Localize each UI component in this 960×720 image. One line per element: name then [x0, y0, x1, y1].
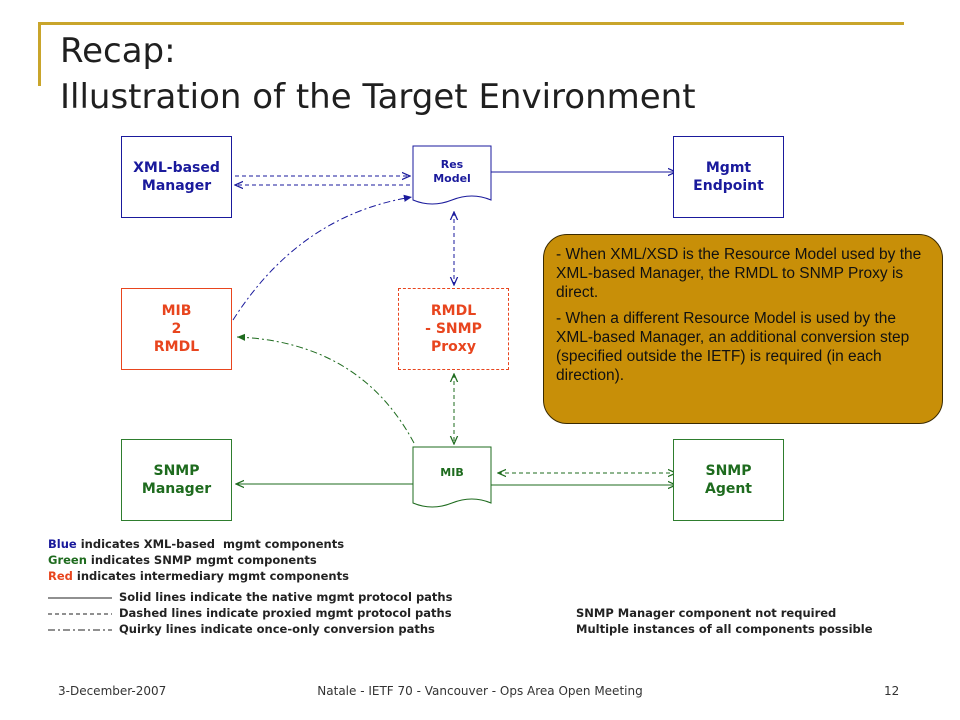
legend-solid-text: Solid lines indicate the native mgmt pro…: [119, 590, 453, 604]
xml-manager-label-2: Manager: [141, 178, 212, 194]
legend-red-text: indicates intermediary mgmt components: [72, 569, 349, 583]
slide-title: Recap: Illustration of the Target Enviro…: [60, 28, 696, 120]
legend-dashed-text: Dashed lines indicate proxied mgmt proto…: [119, 606, 452, 620]
legend-note-multiple-instances: Multiple instances of all components pos…: [576, 622, 873, 636]
mib-label: MIB: [440, 466, 464, 479]
res-model-document-shape: [412, 145, 492, 205]
legend-red: Red indicates intermediary mgmt componen…: [48, 569, 349, 584]
legend-blue-word: Blue: [48, 537, 77, 551]
legend-blue-text: indicates XML-based mgmt components: [76, 537, 345, 551]
legend-green-word: Green: [48, 553, 87, 567]
title-accent-bar-horizontal: [38, 22, 904, 25]
mgmt-endpoint-label-1: Mgmt: [705, 160, 752, 176]
snmp-agent-box: SNMP Agent: [673, 439, 784, 521]
legend-red-word: Red: [48, 569, 73, 583]
mib2rmdl-label-2: 2: [171, 321, 182, 337]
res-model-label-1: Res: [440, 158, 464, 171]
mgmt-endpoint-label-2: Endpoint: [693, 178, 764, 194]
mib-document-shape: [412, 446, 492, 508]
legend-green-text: indicates SNMP mgmt components: [86, 553, 317, 567]
footer-date: 3-December-2007: [58, 684, 167, 698]
snmp-agent-label-2: Agent: [704, 481, 752, 497]
mgmt-endpoint-box: Mgmt Endpoint: [673, 136, 784, 218]
xml-manager-label-1: XML-based: [133, 160, 220, 176]
callout-paragraph-1: - When XML/XSD is the Resource Model use…: [556, 246, 922, 301]
proxy-label-3: Proxy: [431, 339, 476, 355]
snmp-manager-label-2: Manager: [141, 481, 212, 497]
legend-blue: Blue indicates XML-based mgmt components: [48, 537, 344, 552]
callout-paragraph-2: - When a different Resource Model is use…: [556, 310, 910, 384]
res-model-label-2: Model: [433, 172, 471, 185]
proxy-label-1: RMDL: [430, 303, 477, 319]
snmp-manager-box: SNMP Manager: [121, 439, 232, 521]
footer-center-text: Natale - IETF 70 - Vancouver - Ops Area …: [317, 684, 643, 698]
legend-green: Green indicates SNMP mgmt components: [48, 553, 317, 568]
legend-note-snmp-manager: SNMP Manager component not required: [576, 606, 837, 620]
legend-quirky-text: Quirky lines indicate once-only conversi…: [119, 622, 435, 636]
proxy-label-2: - SNMP: [425, 321, 482, 337]
mib2rmdl-box: MIB 2 RMDL: [121, 288, 232, 370]
xml-based-manager-box: XML-based Manager: [121, 136, 232, 218]
title-accent-bar-vertical: [38, 22, 41, 86]
mib2rmdl-label-1: MIB: [161, 303, 192, 319]
rmdl-snmp-proxy-box: RMDL - SNMP Proxy: [398, 288, 509, 370]
resource-model-callout: - When XML/XSD is the Resource Model use…: [543, 234, 943, 424]
title-line-1: Recap:: [60, 31, 176, 71]
snmp-manager-label-1: SNMP: [153, 463, 200, 479]
mib2rmdl-label-3: RMDL: [153, 339, 200, 355]
mib2rmdl-to-res-model-quirky: [232, 194, 413, 321]
title-line-2: Illustration of the Target Environment: [60, 77, 696, 117]
snmp-agent-label-1: SNMP: [705, 463, 752, 479]
mib-to-mib2rmdl-quirky: [236, 333, 415, 444]
res-model-label: Res Model: [413, 158, 491, 186]
footer-page-number: 12: [884, 684, 900, 698]
